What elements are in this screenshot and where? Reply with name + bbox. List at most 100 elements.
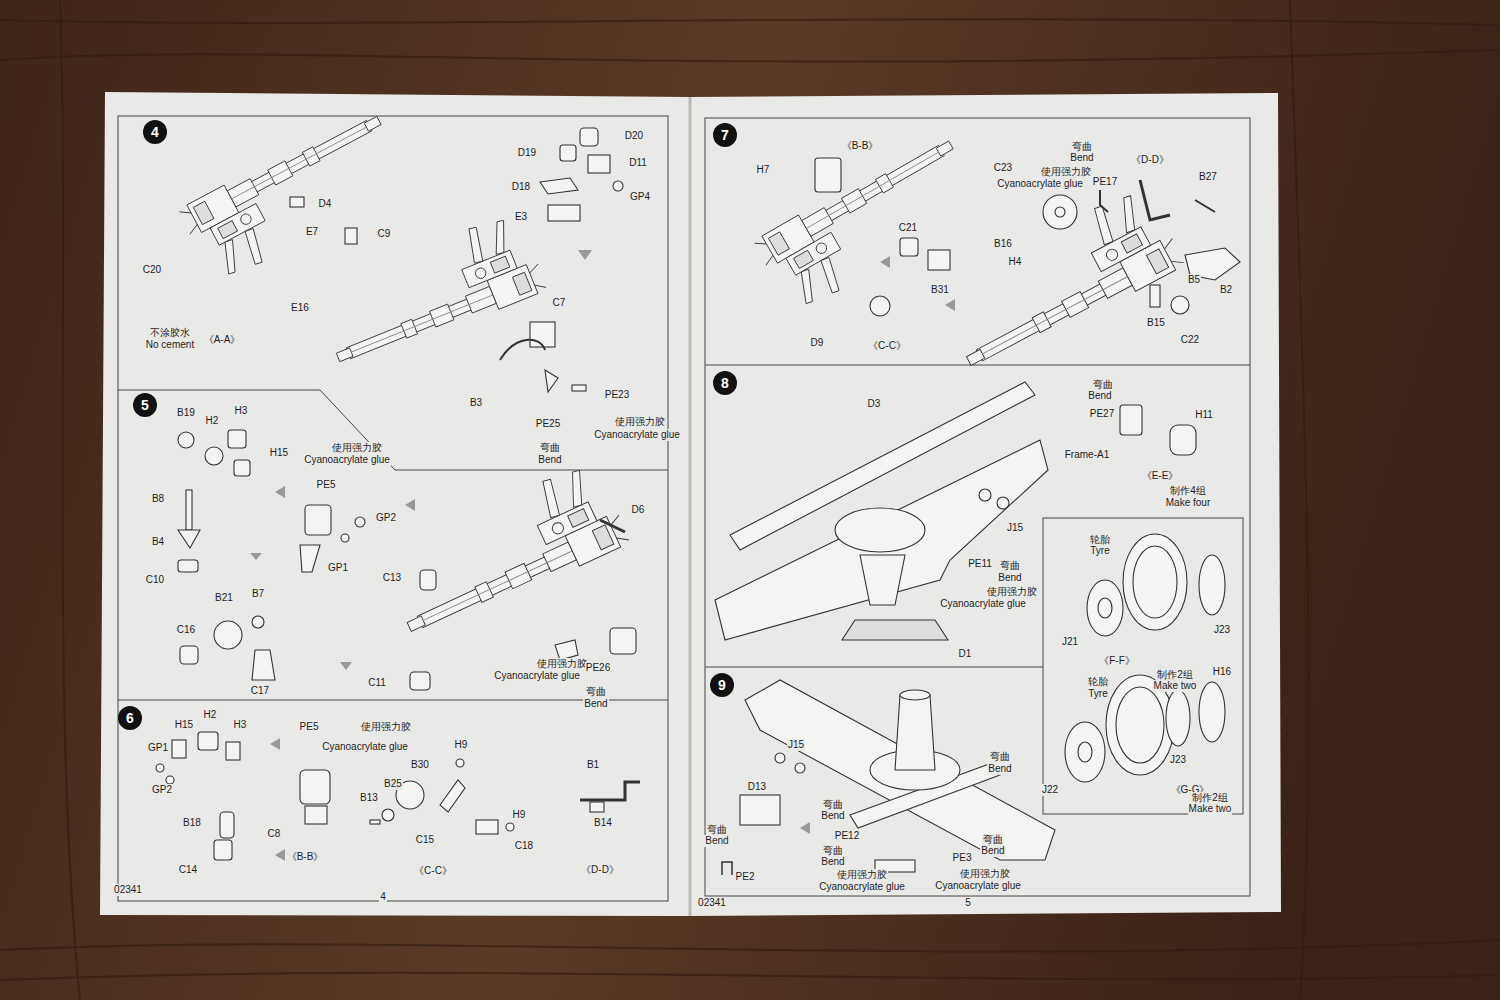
part-label: 使用强力胶 [614, 416, 666, 428]
step-number-circle: 6 [118, 706, 142, 730]
part-label: B21 [214, 592, 234, 604]
part-label: H2 [205, 415, 220, 427]
part-label: Cyanoacrylate glue [321, 741, 409, 753]
part-label: Cyanoacrylate glue [303, 454, 391, 466]
part-label: 使用强力胶 [360, 721, 412, 733]
part-label: 弯曲 [999, 560, 1021, 572]
part-label: 《D-D》 [1130, 154, 1170, 166]
part-label: 弯曲 [585, 686, 607, 698]
part-label: 使用强力胶 [331, 442, 383, 454]
part-label: 弯曲 [1071, 141, 1093, 153]
part-label: D20 [624, 130, 644, 142]
part-label: C18 [514, 840, 534, 852]
part-label: GP1 [327, 562, 349, 574]
part-label: C8 [267, 828, 282, 840]
part-label: B2 [1219, 284, 1233, 296]
part-label: B3 [469, 397, 483, 409]
part-label: C14 [178, 864, 198, 876]
part-label: C20 [142, 264, 162, 276]
part-label: Bend [820, 856, 845, 868]
part-label: 使用强力胶 [836, 869, 888, 881]
part-label: B16 [993, 238, 1013, 250]
part-label: GP4 [629, 191, 651, 203]
part-label: H3 [234, 405, 249, 417]
part-label: H7 [756, 164, 771, 176]
part-label: D19 [517, 147, 537, 159]
part-label: Bend [583, 698, 608, 710]
part-label: 弯曲 [822, 799, 844, 811]
part-label: C16 [176, 624, 196, 636]
part-label: C13 [382, 572, 402, 584]
part-label: Tyre [1089, 545, 1110, 557]
step-number-circle: 4 [143, 120, 167, 144]
part-label: 弯曲 [822, 845, 844, 857]
part-label: 弯曲 [989, 751, 1011, 763]
part-label: Cyanoacrylate glue [593, 429, 681, 441]
part-label: PE25 [535, 418, 561, 430]
part-label: Bend [980, 845, 1005, 857]
part-label: 轮胎 [1087, 676, 1109, 688]
part-label: C22 [1180, 334, 1200, 346]
part-label: 制作2组 [1191, 792, 1229, 804]
part-label: 使用强力胶 [536, 658, 588, 670]
part-label: 《B-B》 [841, 140, 880, 152]
part-label: 《B-B》 [286, 851, 325, 863]
part-label: Bend [1069, 152, 1094, 164]
part-label: 使用强力胶 [959, 868, 1011, 880]
part-label: H3 [233, 719, 248, 731]
part-label: PE17 [1092, 176, 1118, 188]
part-label: H4 [1008, 256, 1023, 268]
part-label: B8 [151, 493, 165, 505]
part-label: C23 [993, 162, 1013, 174]
part-label: 不涂胶水 [149, 327, 191, 339]
part-label: J15 [1006, 522, 1024, 534]
part-label: Cyanoacrylate glue [818, 881, 906, 893]
part-label: H15 [174, 719, 194, 731]
part-label: C21 [898, 222, 918, 234]
part-label: H9 [454, 739, 469, 751]
step-number: 4 [151, 124, 159, 140]
part-label: E16 [290, 302, 310, 314]
part-label: E7 [305, 226, 319, 238]
part-label: H9 [512, 809, 527, 821]
part-label: PE3 [952, 852, 973, 864]
part-label: J22 [1041, 784, 1059, 796]
part-label: C17 [250, 685, 270, 697]
part-label: D6 [631, 504, 646, 516]
part-label: D18 [511, 181, 531, 193]
part-label: 使用强力胶 [986, 586, 1038, 598]
part-label: B13 [359, 792, 379, 804]
part-label: PE5 [316, 479, 337, 491]
part-label: 轮胎 [1089, 534, 1111, 546]
part-label: H2 [203, 709, 218, 721]
part-label: C10 [145, 574, 165, 586]
part-label: Bend [1087, 390, 1112, 402]
part-label: C7 [552, 297, 567, 309]
part-label: Cyanoacrylate glue [939, 598, 1027, 610]
part-label: 弯曲 [706, 824, 728, 836]
part-label: B1 [586, 759, 600, 771]
part-label: 《C-C》 [413, 865, 453, 877]
part-label: J21 [1061, 636, 1079, 648]
part-label: 弯曲 [1092, 379, 1114, 391]
part-label: B27 [1198, 171, 1218, 183]
part-label: Make four [1165, 497, 1211, 509]
part-label: J15 [787, 739, 805, 751]
part-label: 弯曲 [539, 442, 561, 454]
part-label: 《E-E》 [1141, 470, 1180, 482]
part-label: J23 [1169, 754, 1187, 766]
part-label: H16 [1212, 666, 1232, 678]
part-label: H15 [269, 447, 289, 459]
step-number: 7 [721, 127, 729, 143]
part-label: 5 [964, 897, 972, 909]
part-label: B14 [593, 817, 613, 829]
part-label: B15 [1146, 317, 1166, 329]
part-label: B31 [930, 284, 950, 296]
part-label: B4 [151, 536, 165, 548]
part-label: Tyre [1087, 688, 1108, 700]
part-label: D3 [867, 398, 882, 410]
part-label: B25 [383, 778, 403, 790]
step-number: 9 [718, 677, 726, 693]
part-label: PE5 [299, 721, 320, 733]
